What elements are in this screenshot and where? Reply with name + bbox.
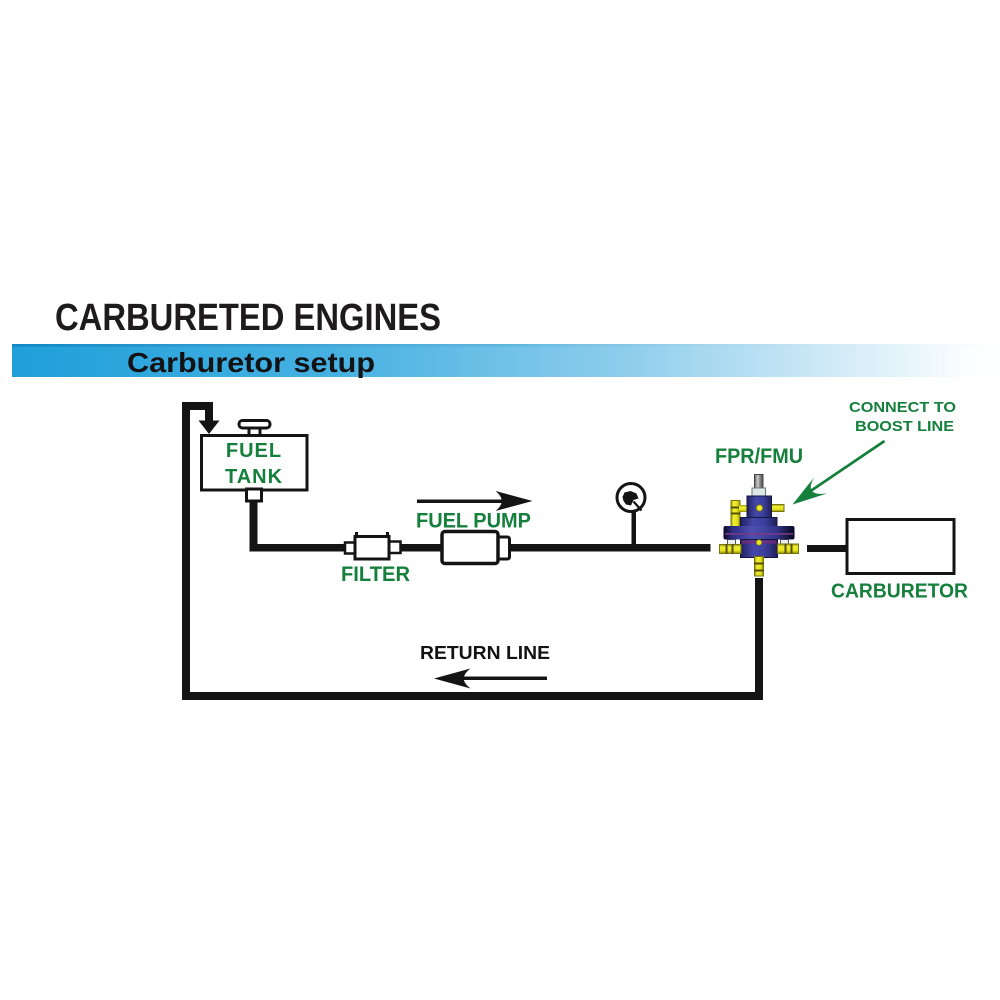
- svg-text:RETURN LINE: RETURN LINE: [420, 642, 550, 663]
- svg-text:Carburetor setup: Carburetor setup: [127, 347, 375, 378]
- svg-text:CARBURETOR: CARBURETOR: [831, 580, 968, 603]
- svg-text:FILTER: FILTER: [341, 563, 410, 586]
- svg-text:BOOST LINE: BOOST LINE: [855, 418, 954, 435]
- svg-text:CONNECT TO: CONNECT TO: [849, 399, 956, 416]
- svg-text:FUEL PUMP: FUEL PUMP: [416, 509, 531, 533]
- svg-text:TANK: TANK: [225, 466, 283, 488]
- svg-text:FUEL: FUEL: [226, 440, 282, 462]
- svg-text:CARBURETED ENGINES: CARBURETED ENGINES: [55, 297, 441, 339]
- svg-text:FPR/FMU: FPR/FMU: [715, 444, 803, 468]
